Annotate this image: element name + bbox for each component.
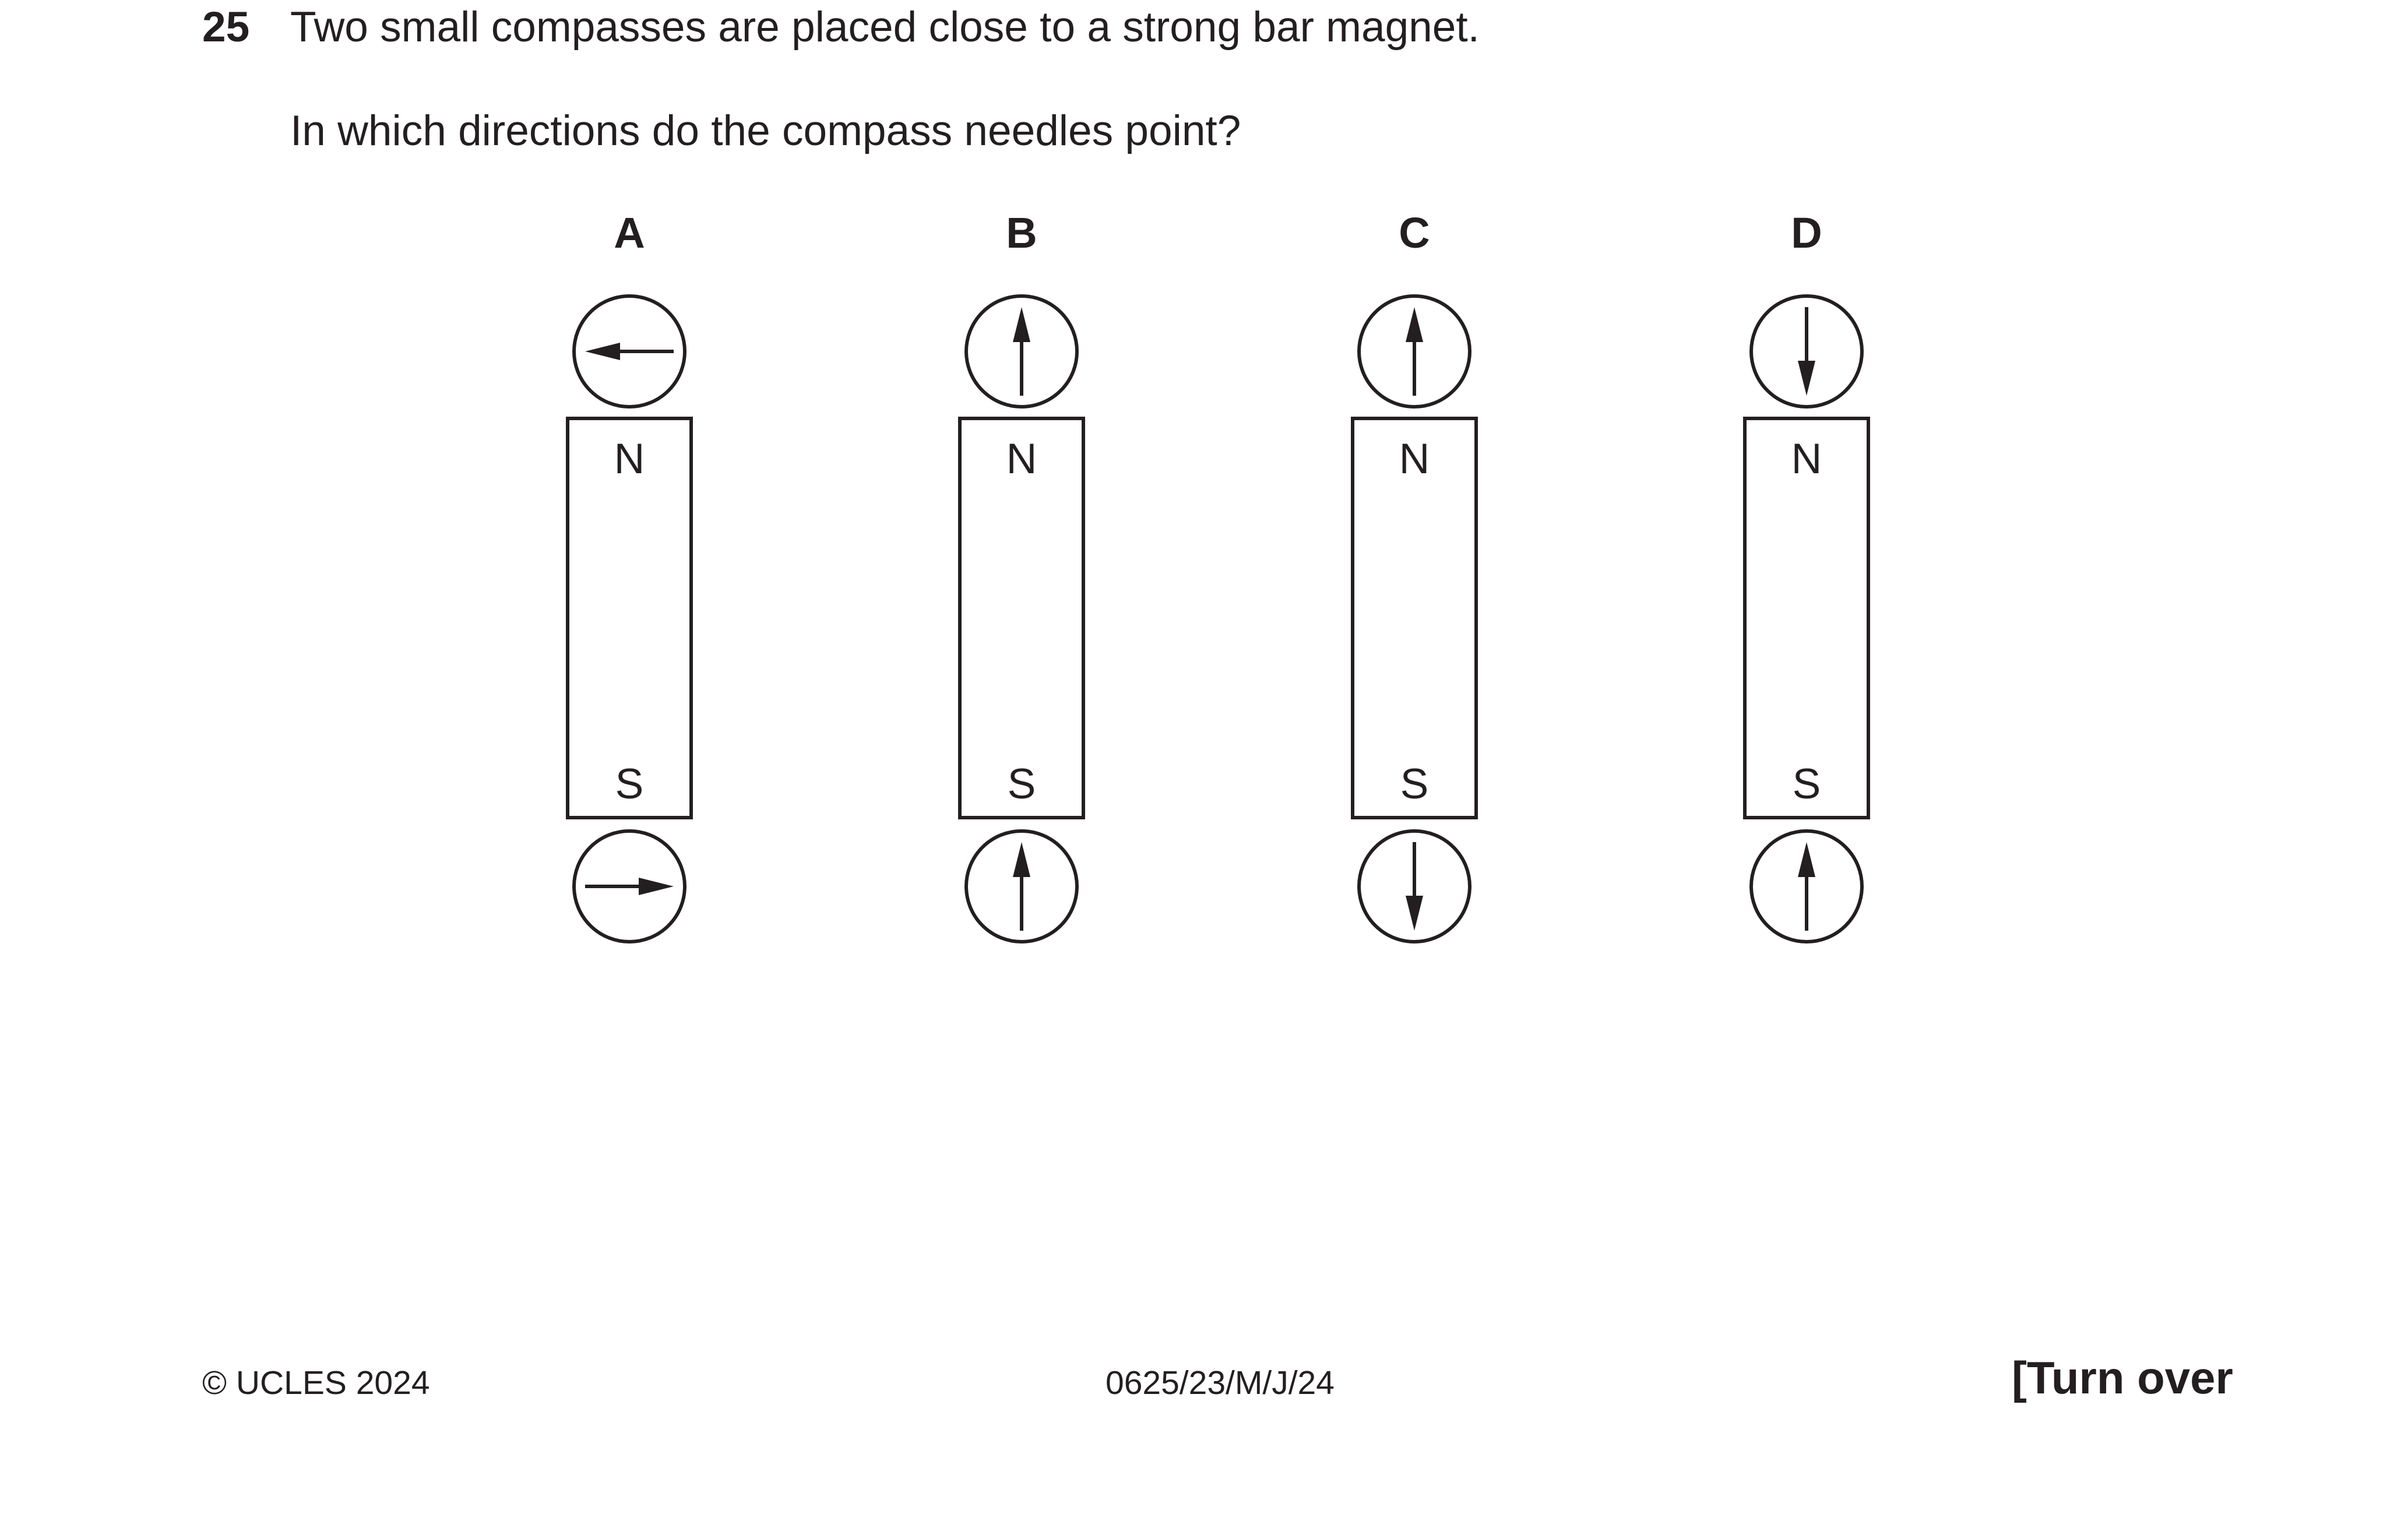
option-letter: C bbox=[1399, 209, 1430, 257]
magnet-north-label: N bbox=[614, 435, 645, 483]
top-compass-needle bbox=[1798, 307, 1815, 396]
bottom-compass-icon bbox=[572, 829, 687, 943]
bottom-compass-needle bbox=[1798, 842, 1815, 931]
magnet-north-label: N bbox=[1399, 435, 1430, 483]
magnet-south-label: S bbox=[1008, 761, 1036, 808]
bar-magnet bbox=[958, 417, 1085, 819]
needle-arrowhead-icon bbox=[1406, 307, 1423, 342]
option-a: A N S bbox=[566, 209, 693, 943]
bottom-compass-needle bbox=[1013, 842, 1030, 931]
option-d: D N S bbox=[1743, 209, 1870, 943]
bottom-compass-needle bbox=[585, 878, 674, 895]
top-compass-needle bbox=[585, 343, 674, 360]
top-compass-icon bbox=[964, 294, 1079, 409]
bottom-compass-needle bbox=[1406, 842, 1423, 931]
needle-arrowhead-icon bbox=[585, 343, 620, 360]
option-b: B N S bbox=[958, 209, 1085, 943]
bar-magnet bbox=[1351, 417, 1478, 819]
top-compass-needle bbox=[1406, 307, 1423, 396]
bar-magnet bbox=[1743, 417, 1870, 819]
top-compass-icon bbox=[1357, 294, 1471, 409]
question-prompt: In which directions do the compass needl… bbox=[290, 107, 1241, 154]
top-compass-needle bbox=[1013, 307, 1030, 396]
top-compass-icon bbox=[1749, 294, 1864, 409]
option-letter: D bbox=[1791, 209, 1822, 257]
needle-arrowhead-icon bbox=[1798, 842, 1815, 877]
needle-arrowhead-icon bbox=[1406, 896, 1423, 931]
needle-arrowhead-icon bbox=[1013, 307, 1030, 342]
magnet-south-label: S bbox=[1793, 761, 1821, 808]
needle-arrowhead-icon bbox=[1798, 361, 1815, 396]
bottom-compass-icon bbox=[1749, 829, 1864, 943]
magnet-north-label: N bbox=[1006, 435, 1037, 483]
question-number: 25 bbox=[202, 3, 250, 51]
needle-arrowhead-icon bbox=[1013, 842, 1030, 877]
bottom-compass-icon bbox=[1357, 829, 1471, 943]
footer-paper-code: 0625/23/M/J/24 bbox=[1106, 1364, 1335, 1402]
option-letter: A bbox=[614, 209, 645, 257]
bar-magnet bbox=[566, 417, 693, 819]
footer-copyright: © UCLES 2024 bbox=[202, 1364, 430, 1402]
bottom-compass-icon bbox=[964, 829, 1079, 943]
needle-arrowhead-icon bbox=[639, 878, 674, 895]
option-letter: B bbox=[1006, 209, 1037, 257]
question-stem: Two small compasses are placed close to … bbox=[290, 3, 1480, 51]
top-compass-icon bbox=[572, 294, 687, 409]
option-c: C N S bbox=[1351, 209, 1478, 943]
turn-over-label: [Turn over bbox=[2012, 1352, 2233, 1403]
magnet-north-label: N bbox=[1791, 435, 1822, 483]
magnet-south-label: S bbox=[1400, 761, 1429, 808]
magnet-south-label: S bbox=[615, 761, 644, 808]
